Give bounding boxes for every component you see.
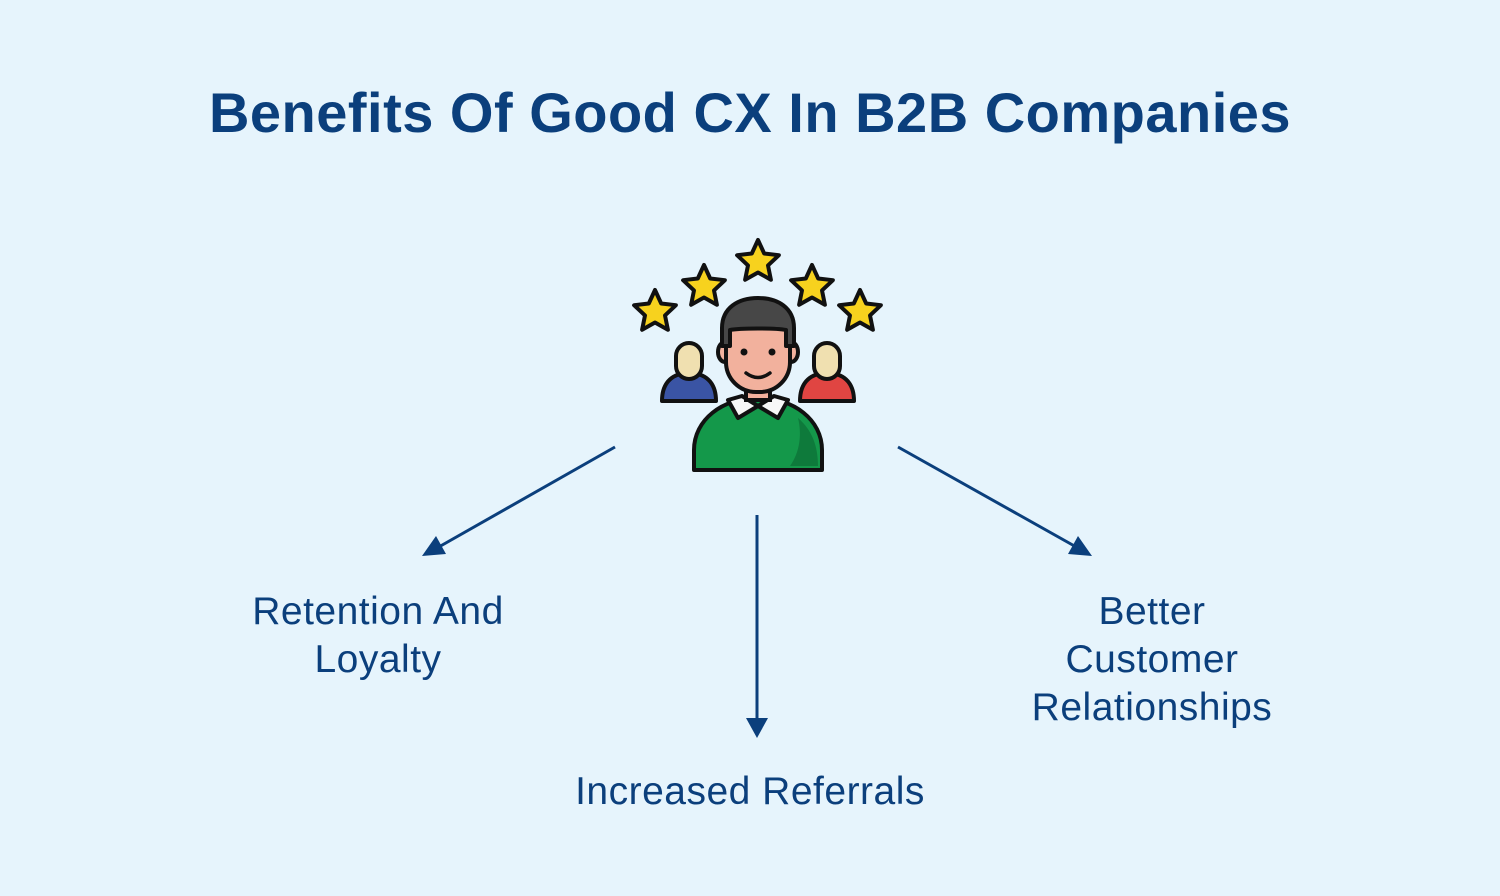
star-icon bbox=[681, 263, 727, 307]
arrow-to-relationships bbox=[897, 445, 1092, 556]
diagram-title: Benefits Of Good CX In B2B Companies bbox=[208, 81, 1292, 144]
benefit-retention-and-loyalty: Retention And Loyalty bbox=[208, 588, 548, 684]
right-customer-icon bbox=[798, 341, 856, 403]
benefit-increased-referrals: Increased Referrals bbox=[500, 768, 1000, 816]
star-icon bbox=[789, 263, 835, 307]
benefit-better-customer-relationships: Better Customer Relationships bbox=[990, 588, 1314, 732]
customer-satisfaction-icon bbox=[632, 238, 883, 472]
star-icon bbox=[837, 288, 883, 332]
benefit-label-line: Increased Referrals bbox=[575, 770, 925, 813]
benefit-label-line: Relationships bbox=[1031, 686, 1273, 729]
arrow-to-referrals bbox=[746, 515, 768, 738]
benefit-label-line: Better bbox=[1098, 590, 1206, 633]
benefit-label-line: Retention And bbox=[252, 590, 504, 633]
main-customer-icon bbox=[692, 296, 824, 472]
benefit-label-line: Loyalty bbox=[314, 638, 442, 681]
star-icon bbox=[632, 288, 678, 332]
benefit-label-line: Customer bbox=[1065, 638, 1239, 681]
star-icon bbox=[735, 238, 781, 282]
arrow-to-retention bbox=[422, 445, 616, 556]
left-customer-icon bbox=[660, 341, 718, 403]
